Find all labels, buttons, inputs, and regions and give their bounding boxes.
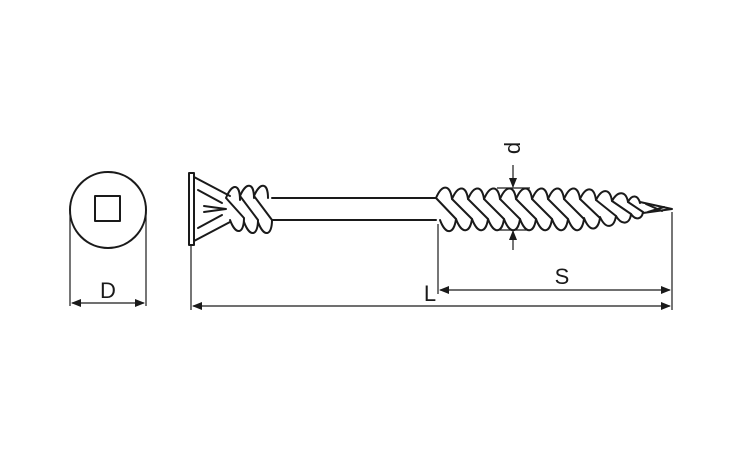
main-threads xyxy=(435,186,644,233)
screw-shank xyxy=(271,197,437,221)
head-diameter-label: D xyxy=(100,278,116,303)
thread-length-label: S xyxy=(555,264,570,289)
head-outline-circle xyxy=(69,171,147,249)
screw-tip-detail xyxy=(645,203,665,213)
head-end-view: D xyxy=(69,171,147,307)
screw-head-flange xyxy=(188,172,195,246)
screw-head-ribs xyxy=(197,189,227,229)
square-drive-recess xyxy=(94,195,121,222)
under-head-threads xyxy=(225,184,273,234)
thread-diameter-dimension: d xyxy=(497,142,530,250)
thread-length-dimension: S xyxy=(439,264,671,294)
screw-tip xyxy=(639,201,673,214)
overall-length-dimension: L xyxy=(192,281,671,310)
screw-side-view xyxy=(188,172,673,246)
thread-diameter-label: d xyxy=(500,142,525,154)
screw-head-countersink xyxy=(193,176,231,242)
overall-length-label: L xyxy=(424,281,436,306)
